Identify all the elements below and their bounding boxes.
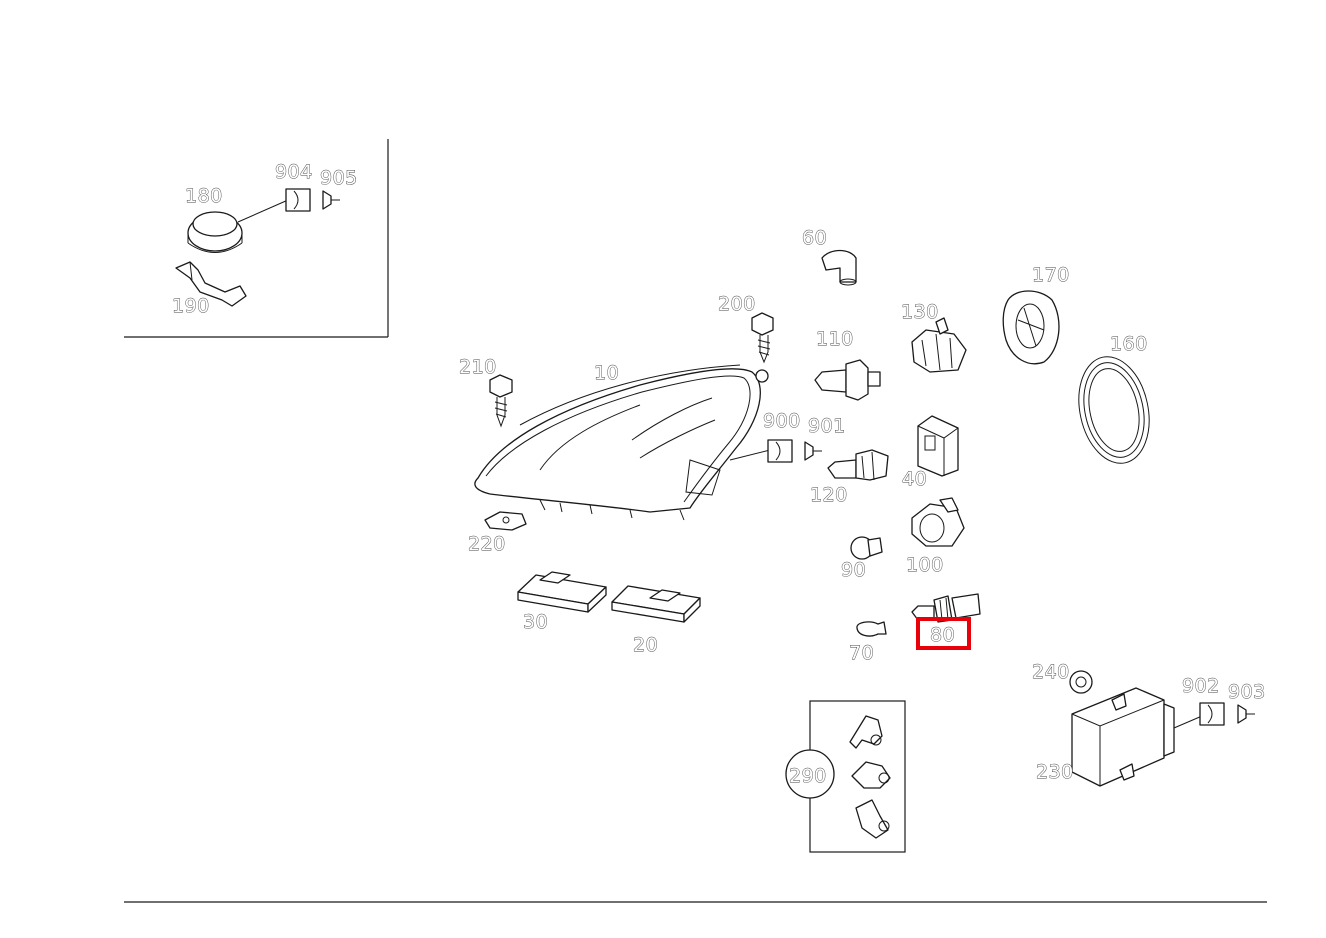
label-90[interactable]: 90 (841, 559, 867, 582)
label-10[interactable]: 10 (594, 362, 620, 385)
leader-180-904 (237, 199, 289, 223)
label-110[interactable]: 110 (816, 328, 854, 351)
label-180[interactable]: 180 (185, 185, 223, 208)
label-100[interactable]: 100 (906, 554, 944, 577)
label-30[interactable]: 30 (523, 611, 549, 634)
part-903-plug[interactable] (1237, 704, 1255, 724)
part-120-bulb[interactable] (827, 449, 889, 481)
label-230[interactable]: 230 (1036, 761, 1074, 784)
part-70-bulb[interactable] (856, 621, 887, 637)
part-90-bulb[interactable] (850, 536, 883, 560)
label-170[interactable]: 170 (1032, 264, 1070, 287)
part-10-headlamp[interactable] (474, 364, 769, 521)
label-240[interactable]: 240 (1032, 661, 1070, 684)
label-160[interactable]: 160 (1110, 333, 1148, 356)
label-210[interactable]: 210 (459, 356, 497, 379)
part-180-cap[interactable] (187, 211, 243, 253)
label-902[interactable]: 902 (1182, 675, 1220, 698)
part-170-reflector[interactable] (1002, 290, 1060, 365)
label-904[interactable]: 904 (275, 161, 313, 184)
part-190-bracket[interactable] (175, 261, 247, 307)
part-220-clip[interactable] (484, 511, 527, 531)
part-200-screw[interactable] (751, 312, 774, 364)
label-905[interactable]: 905 (320, 167, 358, 190)
label-20[interactable]: 20 (633, 634, 659, 657)
part-210-screw[interactable] (489, 374, 513, 428)
part-60-cap[interactable] (821, 249, 857, 286)
part-240-nut[interactable] (1069, 670, 1093, 694)
label-903[interactable]: 903 (1228, 681, 1266, 704)
part-130-socket[interactable] (911, 317, 967, 373)
part-901-plug[interactable] (804, 441, 822, 461)
label-80[interactable]: 80 (930, 624, 956, 647)
part-30-ballast[interactable] (517, 571, 607, 613)
part-100-socket[interactable] (911, 497, 965, 547)
leader-10-900 (729, 449, 771, 461)
part-902-connector[interactable] (1199, 702, 1225, 726)
label-70[interactable]: 70 (849, 642, 875, 665)
label-190[interactable]: 190 (172, 295, 210, 318)
part-110-bulb[interactable] (814, 359, 881, 401)
highlight-box-80 (916, 617, 971, 650)
part-290-group[interactable] (785, 700, 906, 853)
label-130[interactable]: 130 (901, 301, 939, 324)
part-900-connector[interactable] (767, 439, 793, 463)
part-230-control-unit[interactable] (1071, 687, 1175, 787)
leader-230-902 (1173, 715, 1203, 729)
part-80-bulb-socket[interactable] (911, 593, 981, 623)
label-220[interactable]: 220 (468, 533, 506, 556)
label-40[interactable]: 40 (902, 468, 928, 491)
part-904-connector[interactable] (285, 188, 311, 212)
inset-frame (124, 139, 389, 338)
part-labels: 904 905 180 190 60 170 200 130 110 160 2… (172, 161, 1266, 788)
part-160-seal[interactable] (1070, 350, 1159, 470)
label-200[interactable]: 200 (718, 293, 756, 316)
label-290[interactable]: 290 (789, 765, 827, 788)
label-901[interactable]: 901 (808, 415, 846, 438)
label-120[interactable]: 120 (810, 484, 848, 507)
part-905-plug[interactable] (322, 190, 340, 210)
part-20-ballast[interactable] (611, 585, 701, 623)
part-40-cover[interactable] (917, 415, 959, 477)
label-900[interactable]: 900 (763, 410, 801, 433)
label-60[interactable]: 60 (802, 227, 828, 250)
